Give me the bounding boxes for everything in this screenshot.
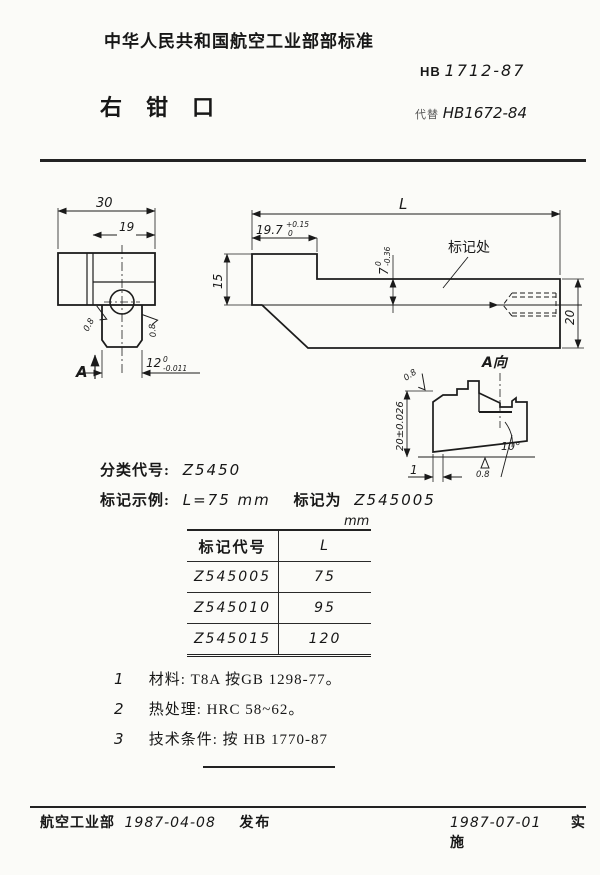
note-item: 3 技术条件: 按 HB 1770-87 xyxy=(114,728,342,749)
footer-issue: 航空工业部 1987-04-08 发布 xyxy=(40,812,271,832)
table-cell-code: Z545015 xyxy=(187,624,279,654)
table-cell-length: 95 xyxy=(314,600,336,616)
table-row: Z545010 95 xyxy=(187,592,371,623)
marking-example-condition: L=75 mm xyxy=(182,491,271,509)
dim-12-label: 12 xyxy=(146,356,161,370)
footer-implementation: 1987-07-01 实施 xyxy=(450,812,600,852)
classification-code: Z5450 xyxy=(182,461,242,479)
page-title: 右钳口 xyxy=(100,95,239,120)
dim-197-upper-tol: +0.15 xyxy=(286,220,309,229)
angle-10-label: 10° xyxy=(501,440,521,453)
standard-code: HB 1712-87 xyxy=(420,61,525,81)
dim-20-label: 20 xyxy=(563,309,577,325)
marked-as-label: 标记为 xyxy=(293,493,342,509)
note-text: 材料: T8A 按GB 1298-77。 xyxy=(148,672,342,688)
dim-197-lower-tol: 0 xyxy=(288,229,293,238)
dim-7-label: 7 xyxy=(377,267,391,275)
note-item: 1 材料: T8A 按GB 1298-77。 xyxy=(114,668,342,689)
table-cell-code: Z545005 xyxy=(187,562,279,592)
left-view xyxy=(57,207,200,379)
table-cell-code: Z545010 xyxy=(187,593,279,623)
note-text: 技术条件: 按 HB 1770-87 xyxy=(148,732,329,748)
dim-19-label: 19 xyxy=(119,220,134,234)
table-cell-length: 120 xyxy=(308,631,342,647)
dim-15-label: 15 xyxy=(211,274,225,289)
roughness-top-label: 0.8 xyxy=(402,367,419,383)
dim-7-lower-tol: -0.36 xyxy=(383,246,392,266)
marking-example-code: Z545005 xyxy=(354,491,436,509)
marking-example-label: 标记示例: xyxy=(100,493,170,509)
roughness-right-label: 0.8 xyxy=(148,323,159,338)
footer-issue-date: 1987-04-08 xyxy=(124,815,216,831)
footer-impl-label: 实施 xyxy=(450,816,587,851)
footer-impl-date: 1987-07-01 xyxy=(450,815,542,831)
standard-name: 中华人民共和国航空工业部部标准 xyxy=(104,32,374,51)
footer-divider xyxy=(30,806,586,808)
note-item: 2 热处理: HRC 58~62。 xyxy=(114,698,342,719)
dim-L-label: L xyxy=(399,195,407,213)
footer-issuer: 航空工业部 xyxy=(40,816,115,831)
table-unit-label: mm xyxy=(344,514,370,529)
marking-place-label: 标记处 xyxy=(448,240,490,256)
standard-code-number: 1712-87 xyxy=(444,61,526,80)
table-header-length: L xyxy=(320,538,330,554)
detail-view-a xyxy=(403,373,535,482)
notes-section: 1 材料: T8A 按GB 1298-77。 2 热处理: HRC 58~62。… xyxy=(114,668,342,758)
table-header-row: 标记代号 L xyxy=(187,531,371,561)
replaces-code: HB1672-84 xyxy=(442,104,527,122)
header-divider xyxy=(40,159,586,162)
table-header-code: 标记代号 xyxy=(187,531,279,561)
detail-view-a-label: A向 xyxy=(481,354,509,371)
dim-7-upper-tol: 0 xyxy=(374,261,383,266)
roughness-bottom-label: 0.8 xyxy=(476,470,490,480)
roughness-left-label: 0.8 xyxy=(82,316,97,333)
main-view xyxy=(223,210,584,349)
dim-12-upper-tol: 0 xyxy=(163,355,168,364)
replaces-label: 代替 xyxy=(415,109,439,121)
notes-divider xyxy=(203,766,335,768)
table-row: Z545005 75 xyxy=(187,561,371,592)
dim-30-label: 30 xyxy=(96,196,113,211)
note-number: 1 xyxy=(114,670,125,688)
size-table: 标记代号 L Z545005 75 Z545010 95 Z545015 120 xyxy=(187,529,371,657)
table-row: Z545015 120 xyxy=(187,623,371,654)
note-number: 2 xyxy=(114,700,125,718)
note-text: 热处理: HRC 58~62。 xyxy=(148,702,305,718)
dim-12-lower-tol: -0.011 xyxy=(163,364,187,373)
dim-1-label: 1 xyxy=(410,463,418,477)
replaces-note: 代替 HB1672-84 xyxy=(415,104,527,123)
footer-issue-label: 发布 xyxy=(239,816,272,831)
classification-line: 分类代号: Z5450 xyxy=(100,459,241,480)
classification-label: 分类代号: xyxy=(100,463,170,479)
marking-example-line: 标记示例: L=75 mm 标记为 Z545005 xyxy=(100,489,436,510)
table-cell-length: 75 xyxy=(314,569,336,585)
view-arrow-a-label: A xyxy=(75,363,88,381)
dim-197-label: 19.7 xyxy=(256,223,283,237)
dim-20pm-label: 20±0.026 xyxy=(395,401,406,451)
note-number: 3 xyxy=(114,730,125,748)
standard-code-prefix: HB xyxy=(420,64,441,79)
technical-drawing: 30 19 12 0 -0.011 A 0.8 0.8 xyxy=(57,195,584,482)
